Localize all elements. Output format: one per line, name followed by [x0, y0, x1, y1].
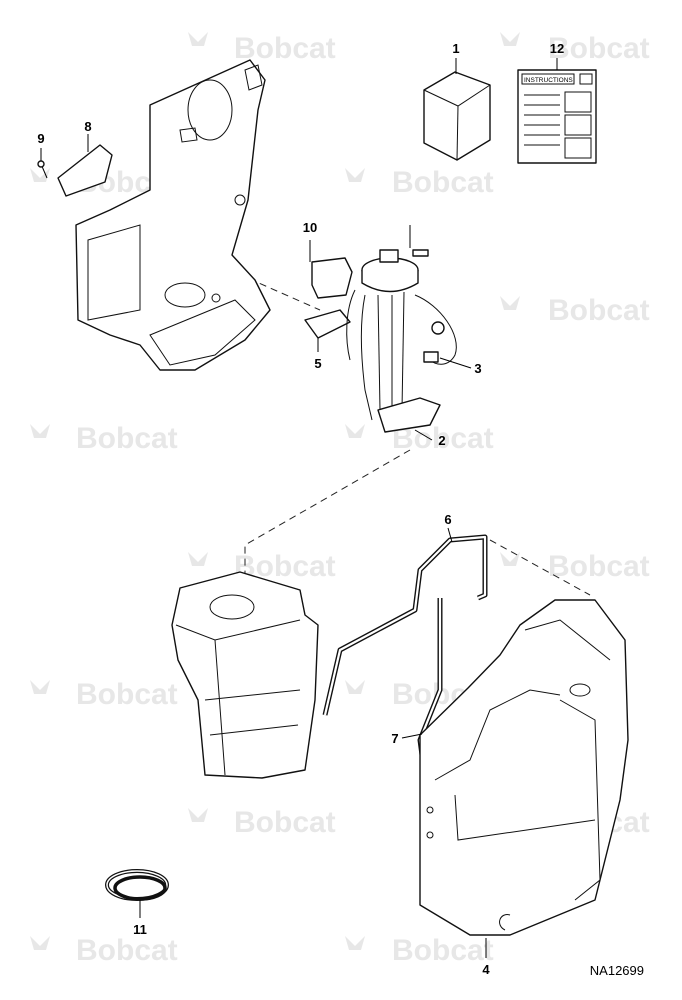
watermark: Bobcat [345, 166, 494, 199]
watermark-text: Bobcat [234, 806, 336, 839]
callout-5: 5 [314, 338, 322, 371]
fuel-tank-main [419, 599, 629, 936]
callout-label: 12 [550, 41, 564, 56]
callout-8: 8 [84, 119, 92, 152]
watermark-text: Bobcat [234, 32, 336, 65]
watermark-text: Bobcat [76, 422, 178, 455]
watermark: Bobcat [30, 678, 178, 711]
watermark-text: Bobcat [76, 934, 178, 967]
hose-coil [105, 869, 169, 901]
callout-9: 9 [37, 131, 45, 161]
callout-7: 7 [391, 731, 423, 746]
callout-2: 2 [414, 429, 446, 448]
instructions-header: INSTRUCTIONS [524, 77, 573, 84]
watermark: Bobcat [30, 422, 178, 455]
cover-plate [57, 144, 113, 197]
watermark-text: Bobcat [548, 550, 650, 583]
callout-4: 4 [482, 938, 490, 977]
callouts: 1 2 3 4 5 6 7 8 [37, 41, 564, 977]
watermark: Bobcat [30, 934, 178, 967]
callout-label: 9 [37, 131, 44, 146]
watermark-text: Bobcat [548, 294, 650, 327]
fuel-tank-left [171, 571, 319, 779]
vent-hose [322, 534, 488, 716]
callout-1: 1 [452, 41, 460, 74]
watermark-text: Bobcat [76, 678, 178, 711]
callout-label: 4 [482, 962, 490, 977]
watermark: Bobcat [188, 32, 336, 65]
watermark: Bobcat [500, 32, 650, 65]
mounting-plate [75, 59, 271, 371]
watermark: Bobcat [188, 806, 336, 839]
callout-label: 10 [303, 220, 317, 235]
fuel-pump-assembly [346, 225, 441, 433]
watermark-text: Bobcat [548, 32, 650, 65]
diagram-code: NA12699 [590, 963, 644, 978]
callout-6: 6 [444, 512, 453, 543]
callout-10: 10 [303, 220, 317, 235]
callout-12: 12 [550, 41, 564, 70]
sender-bracket [304, 240, 353, 339]
parts-box [423, 71, 491, 161]
wire-harness [414, 294, 457, 365]
watermark-text: Bobcat [392, 934, 494, 967]
callout-label: 1 [452, 41, 459, 56]
screw [37, 160, 48, 179]
watermark-text: Bobcat [392, 166, 494, 199]
watermark: Bobcat [500, 294, 650, 327]
callout-label: 7 [391, 731, 398, 746]
callout-label: 6 [444, 512, 451, 527]
instructions-sheet: INSTRUCTIONS [517, 69, 597, 164]
callout-label: 5 [314, 356, 321, 371]
callout-11: 11 [133, 900, 147, 937]
callout-label: 2 [438, 433, 445, 448]
callout-label: 8 [84, 119, 91, 134]
callout-label: 3 [474, 361, 481, 376]
callout-3: 3 [439, 357, 482, 376]
callout-label: 11 [133, 922, 147, 937]
watermark: Bobcat [345, 934, 494, 967]
watermark: Bobcat [500, 550, 650, 583]
